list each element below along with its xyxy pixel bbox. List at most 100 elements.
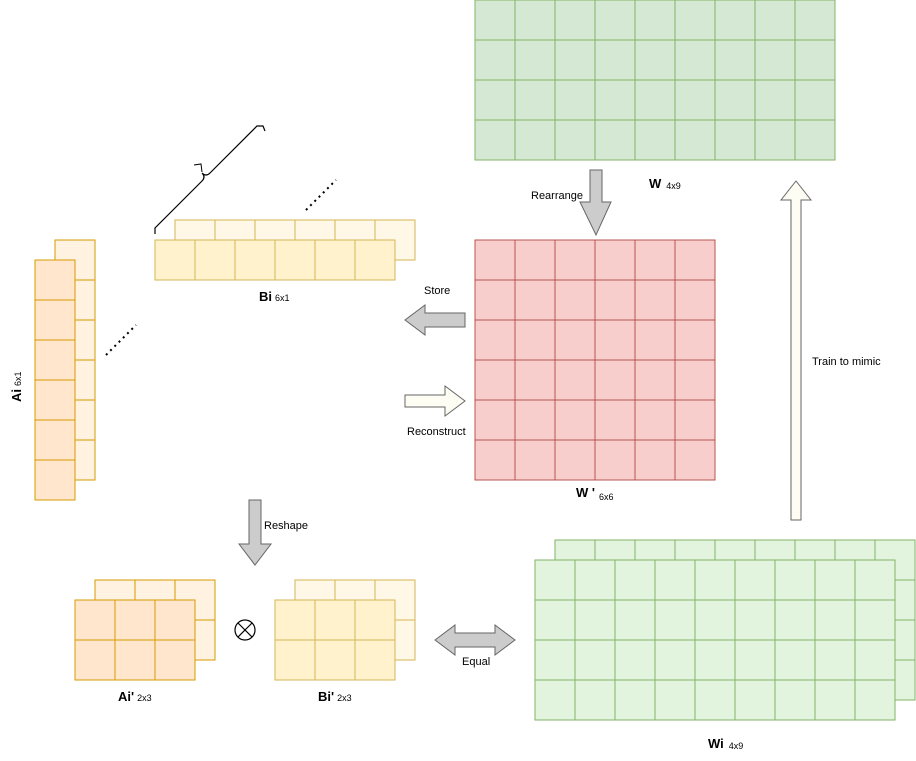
- wi-front-matrix-cell: [614, 679, 656, 721]
- wi-front-matrix-cell: [734, 559, 776, 601]
- w-matrix-cell: [554, 0, 596, 41]
- w-prime-matrix-cell: [474, 319, 516, 361]
- bi-front-matrix: [154, 239, 396, 281]
- wi-front-matrix-cell: [814, 599, 856, 641]
- ai-front-matrix-cell: [34, 299, 76, 341]
- wi-front-matrix-cell: [814, 679, 856, 721]
- bi-front-matrix-cell: [194, 239, 236, 281]
- w-matrix-cell: [634, 39, 676, 81]
- train-arrow: [779, 180, 813, 521]
- bi-prime-front-matrix-cell: [274, 639, 316, 681]
- w-prime-matrix-cell: [514, 399, 556, 441]
- w-prime-matrix: [474, 239, 716, 481]
- w-prime-matrix-cell: [634, 239, 676, 281]
- wi-front-matrix-cell: [854, 639, 896, 681]
- wi-front-matrix-cell: [654, 679, 696, 721]
- w-prime-matrix-cell: [674, 439, 716, 481]
- equal-arrow: [434, 624, 516, 656]
- w-matrix-cell: [674, 39, 716, 81]
- w-matrix-cell: [794, 119, 836, 161]
- bi-prime-label: Bi'2x3: [318, 689, 352, 704]
- w-matrix-cell: [714, 0, 756, 41]
- bi-continuation-dots: [305, 179, 337, 211]
- w-matrix-cell: [474, 39, 516, 81]
- w-matrix-cell: [474, 119, 516, 161]
- w-prime-matrix-cell: [474, 279, 516, 321]
- w-matrix-cell: [714, 119, 756, 161]
- ai-prime-front-matrix: [74, 599, 196, 681]
- w-prime-matrix-cell: [474, 439, 516, 481]
- w-matrix-cell: [634, 79, 676, 121]
- w-matrix-cell: [514, 119, 556, 161]
- w-prime-matrix-cell: [674, 319, 716, 361]
- w-prime-matrix-cell: [634, 359, 676, 401]
- wi-front-matrix-cell: [734, 599, 776, 641]
- w-prime-matrix-cell: [554, 239, 596, 281]
- w-prime-matrix-cell: [554, 319, 596, 361]
- curly-brace-tip: [193, 163, 203, 173]
- wi-front-matrix-cell: [614, 639, 656, 681]
- w-matrix: [474, 0, 836, 161]
- wi-front-matrix-cell: [574, 639, 616, 681]
- ai-prime-front-matrix-cell: [114, 599, 156, 641]
- ai-front-matrix-cell: [34, 259, 76, 301]
- reconstruct-label: Reconstruct: [407, 426, 466, 438]
- w-matrix-cell: [674, 79, 716, 121]
- wi-front-matrix-cell: [774, 599, 816, 641]
- w-matrix-cell: [554, 119, 596, 161]
- ai-prime-front-matrix-cell: [114, 639, 156, 681]
- kronecker-circle: [234, 619, 256, 641]
- wi-front-matrix-cell: [654, 639, 696, 681]
- bi-front-matrix-cell: [314, 239, 356, 281]
- w-prime-matrix-cell: [594, 359, 636, 401]
- w-prime-matrix-cell: [634, 279, 676, 321]
- w-matrix-cell: [754, 0, 796, 41]
- ai-prime-label: Ai'2x3: [118, 689, 152, 704]
- bi-prime-front-matrix-cell: [274, 599, 316, 641]
- ai-prime-front-matrix-cell: [154, 599, 196, 641]
- bi-front-matrix-cell: [274, 239, 316, 281]
- curly-brace: [154, 125, 266, 234]
- w-prime-matrix-cell: [514, 439, 556, 481]
- w-matrix-cell: [794, 39, 836, 81]
- wi-front-matrix: [534, 559, 896, 721]
- rearrange-arrow: [579, 169, 612, 237]
- wi-front-matrix-cell: [854, 599, 896, 641]
- w-matrix-cell: [634, 0, 676, 41]
- equal-label: Equal: [462, 656, 490, 668]
- w-prime-matrix-cell: [634, 399, 676, 441]
- w-prime-matrix-cell: [674, 359, 716, 401]
- wi-front-matrix-cell: [694, 679, 736, 721]
- ai-front-matrix-cell: [34, 379, 76, 421]
- bi-prime-front-matrix-cell: [314, 639, 356, 681]
- bi-front-matrix-cell: [154, 239, 196, 281]
- wi-front-matrix-cell: [534, 679, 576, 721]
- w-prime-matrix-cell: [474, 399, 516, 441]
- wi-front-matrix-cell: [534, 639, 576, 681]
- store-arrow: [404, 304, 466, 336]
- bi-prime-front-matrix-cell: [354, 599, 396, 641]
- wi-front-matrix-cell: [654, 599, 696, 641]
- bi-front-matrix-cell: [354, 239, 396, 281]
- ai-prime-front-matrix-cell: [74, 639, 116, 681]
- wi-front-matrix-cell: [574, 559, 616, 601]
- w-matrix-cell: [514, 39, 556, 81]
- w-matrix-cell: [594, 119, 636, 161]
- ai-prime-front-matrix-cell: [154, 639, 196, 681]
- wi-front-matrix-cell: [614, 599, 656, 641]
- w-matrix-cell: [474, 0, 516, 41]
- w-matrix-cell: [554, 79, 596, 121]
- ai-continuation-dots: [105, 324, 137, 356]
- w-prime-matrix-cell: [554, 279, 596, 321]
- w-prime-matrix-cell: [514, 359, 556, 401]
- wi-front-matrix-cell: [734, 639, 776, 681]
- w-prime-label: W '6x6: [576, 485, 614, 502]
- wi-front-matrix-cell: [774, 639, 816, 681]
- wi-front-matrix-cell: [854, 679, 896, 721]
- wi-front-matrix-cell: [574, 599, 616, 641]
- reconstruct-arrow: [404, 385, 466, 417]
- wi-front-matrix-cell: [534, 559, 576, 601]
- w-matrix-cell: [714, 79, 756, 121]
